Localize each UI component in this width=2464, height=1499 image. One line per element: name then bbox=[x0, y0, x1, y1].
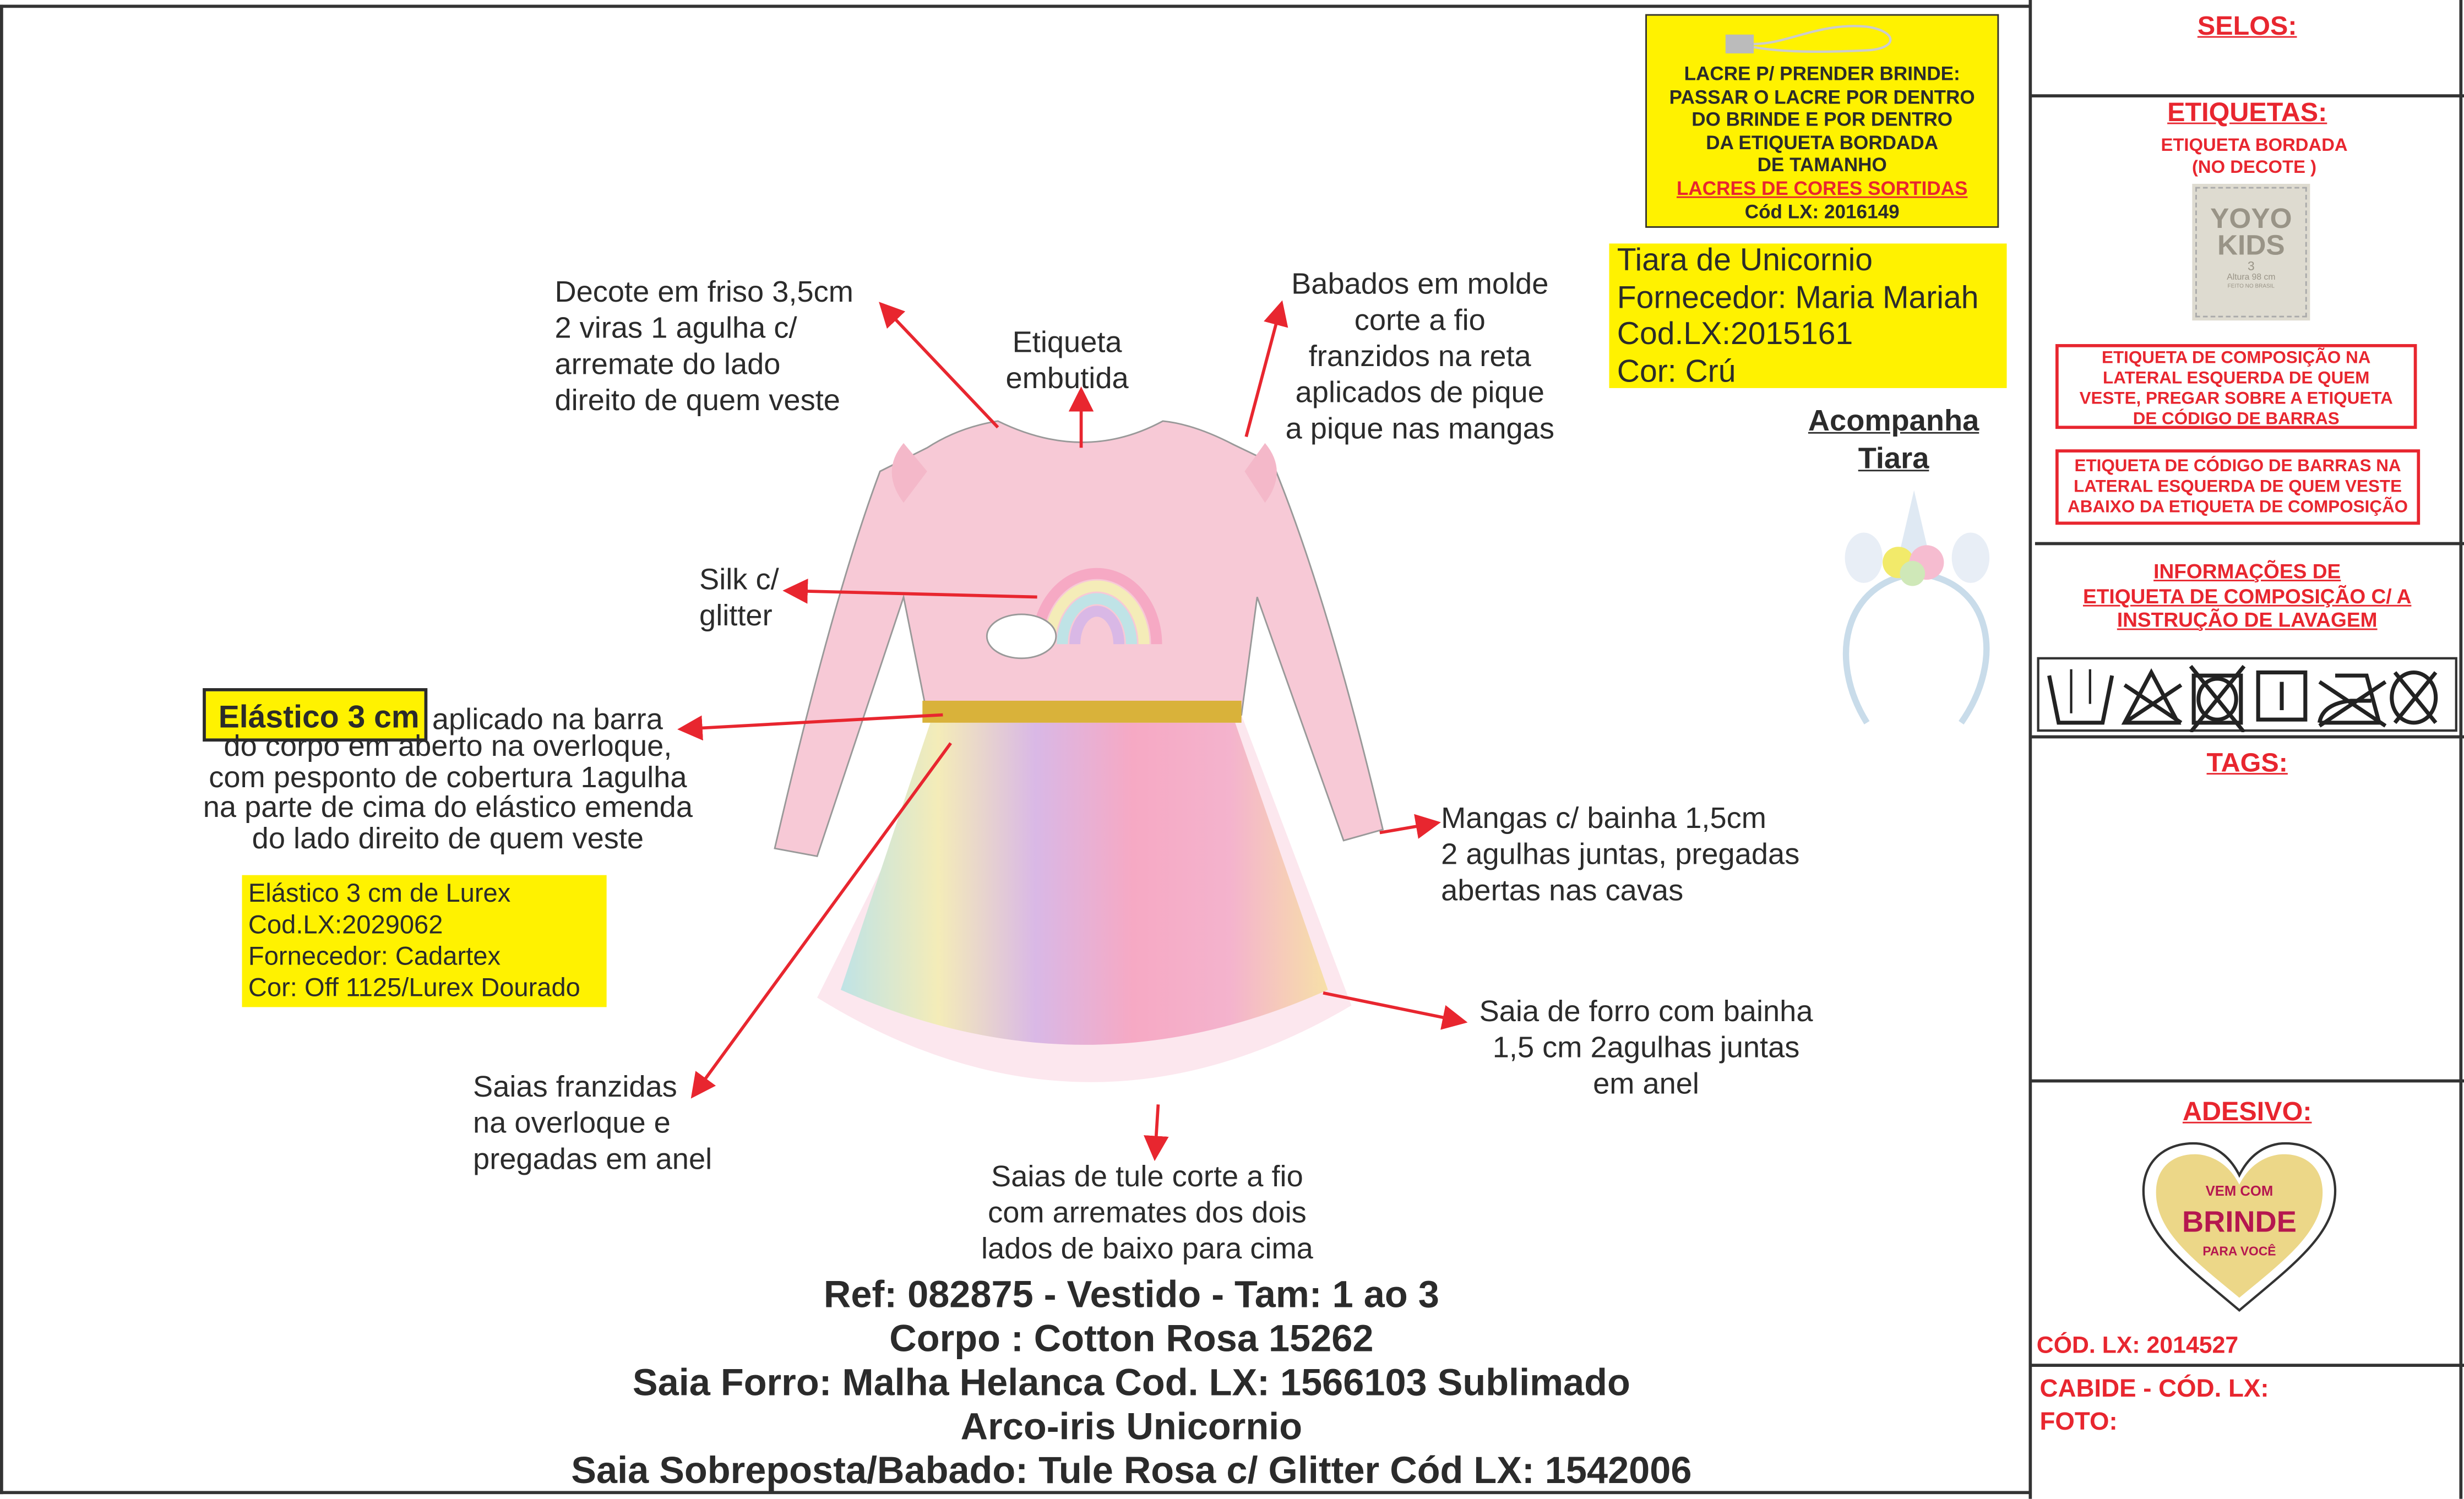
note-mangas: Mangas c/ bainha 1,5cm 2 agulhas juntas,… bbox=[1441, 803, 1800, 908]
hand-wash-icon bbox=[2047, 669, 2114, 725]
lacre-line: DE TAMANHO bbox=[1757, 154, 1887, 177]
spec-line-ref: Ref: 082875 - Vestido - Tam: 1 ao 3 bbox=[823, 1274, 1439, 1317]
elastico-spec-line: Cor: Off 1125/Lurex Dourado bbox=[248, 974, 580, 1002]
do-not-bleach-icon bbox=[2121, 668, 2183, 725]
panel-right-edge bbox=[2459, 0, 2463, 1499]
panel-line bbox=[2035, 542, 2464, 546]
rainbow-print bbox=[1031, 568, 1162, 645]
dress-illustration bbox=[677, 300, 1468, 1162]
lacre-box: LACRE P/ PRENDER BRINDE: PASSAR O LACRE … bbox=[1645, 14, 1999, 228]
do-not-iron-icon bbox=[2317, 673, 2387, 728]
sticker-top: VEM COM bbox=[2206, 1184, 2273, 1199]
waistband bbox=[922, 700, 1242, 723]
sticker-bottom: PARA VOCÊ bbox=[2202, 1244, 2276, 1258]
panel-line bbox=[2030, 94, 2464, 97]
etiquetas-header: ETIQUETAS: bbox=[2167, 97, 2327, 128]
lacre-line: DO BRINDE E POR DENTRO bbox=[1691, 108, 1953, 131]
lacre-highlight: LACRES DE CORES SORTIDAS bbox=[1676, 177, 1968, 200]
label-size: 3 bbox=[2247, 259, 2255, 274]
elastico-spec-line: Fornecedor: Cadartex bbox=[248, 942, 501, 971]
label-brand: YOYO KIDS bbox=[2210, 203, 2292, 261]
spec-line-corpo: Corpo : Cotton Rosa 15262 bbox=[889, 1318, 1374, 1361]
spec-line-sobreposta: Saia Sobreposta/Babado: Tule Rosa c/ Gli… bbox=[571, 1450, 1692, 1493]
foto-label: FOTO: bbox=[2039, 1409, 2118, 1436]
spec-line-forro: Saia Forro: Malha Helanca Cod. LX: 15661… bbox=[632, 1362, 1630, 1405]
etiqueta-bordada-note: ETIQUETA BORDADA (NO DECOTE ) bbox=[2161, 137, 2348, 178]
cabide-code: CABIDE - CÓD. LX: bbox=[2039, 1376, 2269, 1403]
care-symbols bbox=[2037, 657, 2457, 732]
note-silk: Silk c/ glitter bbox=[699, 564, 779, 634]
lacre-line: DA ETIQUETA BORDADA bbox=[1706, 132, 1939, 154]
unicorn-print bbox=[986, 613, 1057, 659]
note-elastico-2: do corpo em aberto na overloque, com pes… bbox=[203, 731, 693, 856]
note-decote: Decote em friso 3,5cm 2 viras 1 agulha c… bbox=[554, 276, 853, 418]
lining-skirt bbox=[840, 722, 1328, 1045]
panel-divider bbox=[2028, 0, 2032, 1499]
sticker-main: BRINDE bbox=[2182, 1206, 2297, 1239]
acompanha-tiara: Acompanha Tiara bbox=[1792, 404, 1996, 479]
informacoes-header: INFORMAÇÕES DE ETIQUETA DE COMPOSIÇÃO C/… bbox=[2082, 559, 2412, 632]
cabide-info: CABIDE - CÓD. LX: FOTO: bbox=[2039, 1373, 2269, 1439]
adesivo-code: CÓD. LX: 2014527 bbox=[2036, 1332, 2239, 1359]
tiara-image bbox=[1843, 490, 1990, 725]
panel-line bbox=[2030, 1364, 2464, 1367]
lacre-line: PASSAR O LACRE POR DENTRO bbox=[1669, 85, 1975, 108]
barras-note: ETIQUETA DE CÓDIGO DE BARRAS NA LATERAL … bbox=[2055, 449, 2421, 525]
elastico-spec-line: Cod.LX:2029062 bbox=[248, 911, 443, 940]
composicao-note: ETIQUETA DE COMPOSIÇÃO NA LATERAL ESQUER… bbox=[2055, 344, 2417, 429]
note-babados: Babados em molde corte a fio franzidos n… bbox=[1285, 269, 1554, 446]
spec-title: Ref: 082875 - Vestido - Tam: 1 ao 3 Corp… bbox=[471, 1274, 1791, 1495]
adesivo-header: ADESIVO: bbox=[2182, 1097, 2312, 1127]
note-elastico-1: aplicado na barra bbox=[432, 704, 663, 737]
elastico-spec-line: Elástico 3 cm de Lurex bbox=[248, 880, 511, 908]
line-dry-icon bbox=[2256, 670, 2308, 722]
lacre-seal-icon bbox=[1725, 25, 1892, 54]
tags-header: TAGS: bbox=[2206, 748, 2288, 778]
do-not-dry-clean-icon bbox=[2390, 670, 2438, 725]
lacre-code: Cód LX: 2016149 bbox=[1744, 200, 1900, 223]
selos-header: SELOS: bbox=[2197, 10, 2297, 41]
note-saias-tule: Saias de tule corte a fio com arremates … bbox=[981, 1161, 1313, 1267]
tiara-box: Tiara de Unicornio Fornecedor: Maria Mar… bbox=[1609, 243, 2007, 389]
tiara-line: Fornecedor: Maria Mariah bbox=[1617, 280, 1979, 315]
panel-line bbox=[2030, 1079, 2464, 1083]
elastico-spec-box: Elástico 3 cm de Lurex Cod.LX:2029062 Fo… bbox=[242, 875, 607, 1007]
elastico-label-text: Elástico 3 cm bbox=[218, 700, 420, 735]
panel-line bbox=[2030, 735, 2464, 739]
frame-top bbox=[0, 4, 2031, 8]
frame-bottom bbox=[0, 1491, 2031, 1495]
tiara-line: Tiara de Unicornio bbox=[1617, 243, 1873, 279]
label-made: FEITO NO BRASIL bbox=[2227, 282, 2275, 290]
note-saia-forro: Saia de forro com bainha 1,5 cm 2agulhas… bbox=[1479, 996, 1813, 1102]
elastico-label: Elástico 3 cm bbox=[203, 688, 427, 742]
lacre-line: LACRE P/ PRENDER BRINDE: bbox=[1684, 63, 1960, 85]
arrows bbox=[677, 300, 1468, 1162]
note-etiqueta: Etiqueta embutida bbox=[1005, 326, 1129, 396]
tiara-line: Cor: Crú bbox=[1617, 354, 1736, 389]
do-not-tumble-dry-icon bbox=[2189, 664, 2246, 732]
size-label-image: YOYO KIDS 3 Altura 98 cm FEITO NO BRASIL bbox=[2192, 183, 2310, 321]
label-height: Altura 98 cm bbox=[2227, 273, 2276, 283]
acompanha-line: Acompanha bbox=[1808, 405, 1979, 439]
acompanha-line: Tiara bbox=[1858, 443, 1929, 476]
brinde-sticker: VEM COM BRINDE PARA VOCÊ bbox=[2142, 1142, 2337, 1312]
note-saias-franzidas: Saias franzidas na overloque e pregadas … bbox=[473, 1071, 712, 1177]
tiara-line: Cod.LX:2015161 bbox=[1617, 317, 1853, 352]
spec-line-arcoiris: Arco-iris Unicornio bbox=[960, 1406, 1303, 1449]
frame-left bbox=[0, 4, 3, 1495]
